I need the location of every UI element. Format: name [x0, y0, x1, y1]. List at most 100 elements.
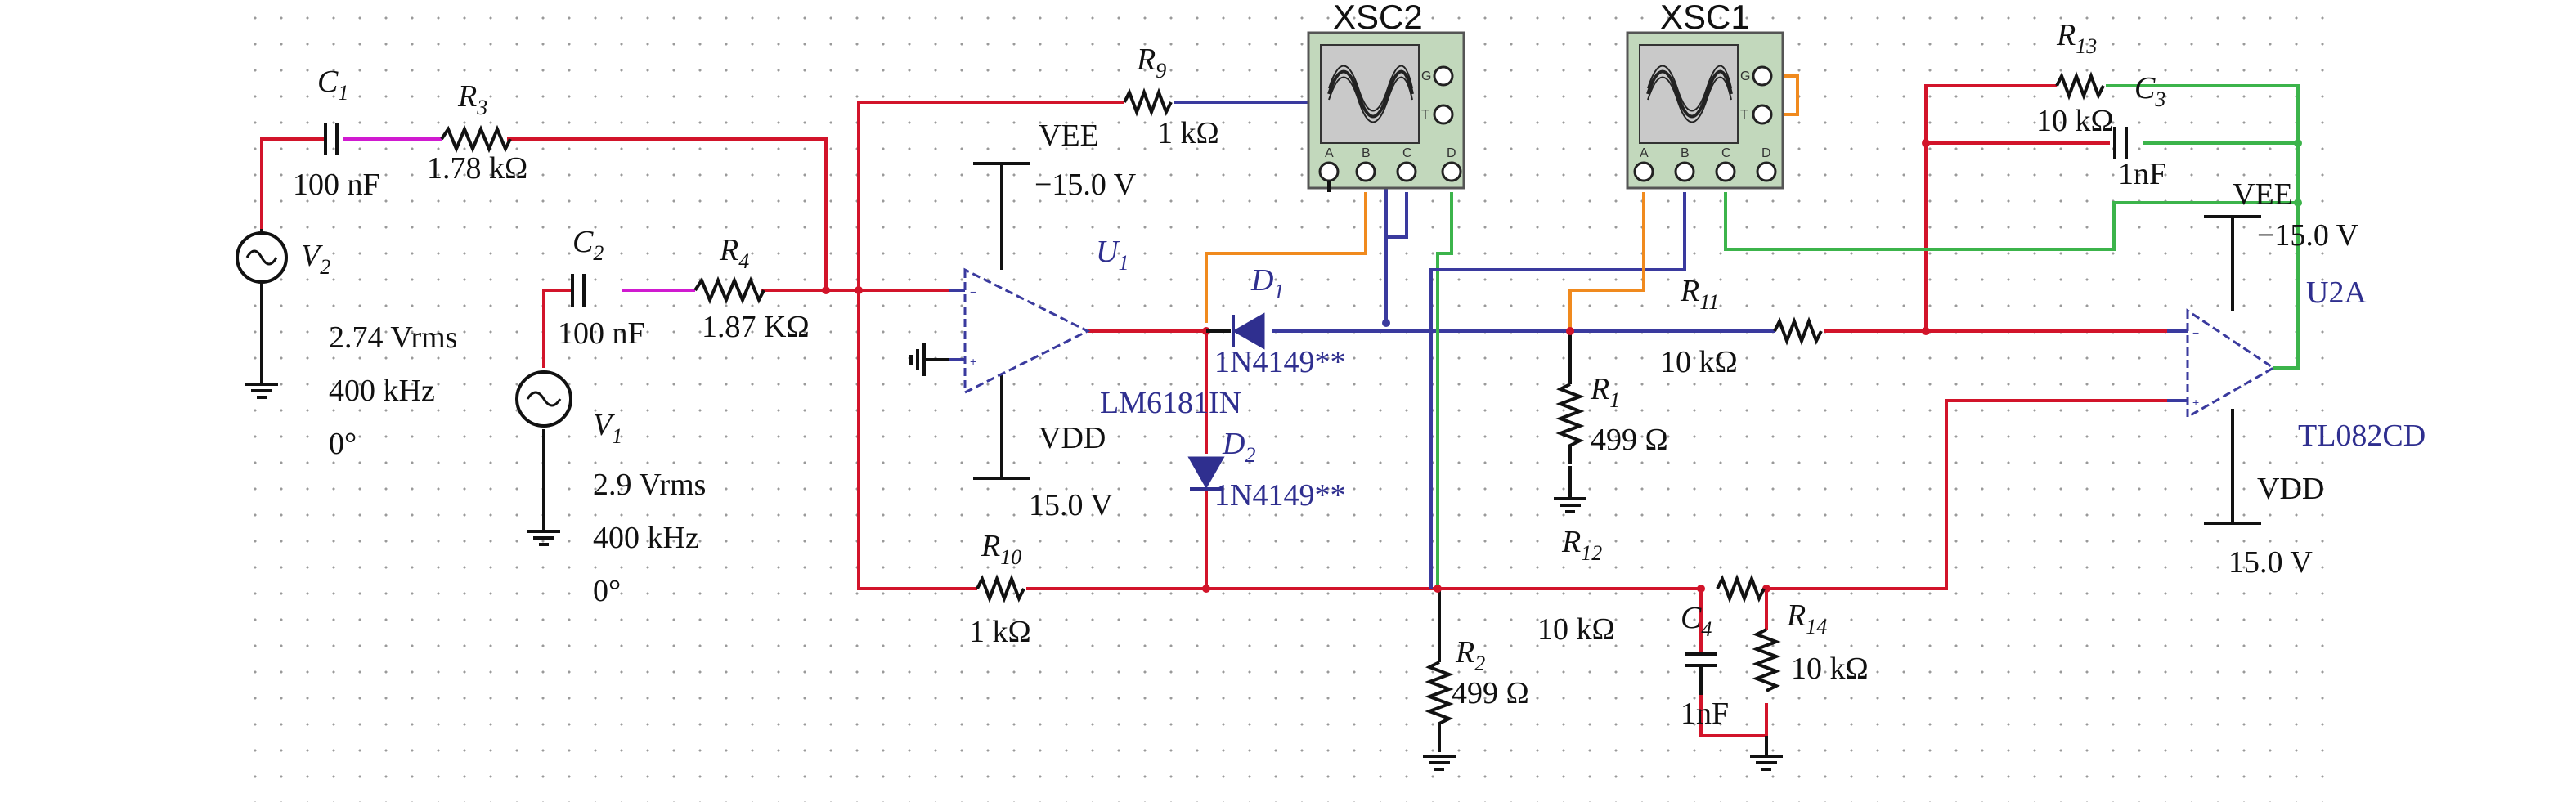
xsc2-pin-a: A: [1325, 146, 1334, 160]
r3-value: 1.78 kΩ: [427, 151, 527, 186]
c1-value: 100 nF: [293, 168, 380, 202]
u1-vee-value: −15.0 V: [1034, 168, 1137, 202]
resistor-r12: [1716, 574, 1766, 603]
wire-xsc1-gt: [1780, 74, 1799, 116]
u2a-part: TL082CD: [2298, 419, 2426, 453]
v2-phase: 0°: [329, 427, 357, 461]
r10-value: 1 kΩ: [969, 615, 1031, 649]
xsc1-pin-g: G: [1740, 69, 1750, 83]
xsc2-pin-b: B: [1362, 146, 1371, 160]
capacitor-c3: [2113, 127, 2128, 159]
d1-part: 1N4149**: [1214, 345, 1345, 379]
wire-r3-node: [507, 137, 949, 292]
ac-source-v2: [236, 229, 288, 284]
v1-label: V1: [593, 408, 622, 448]
d2-label: D2: [1222, 427, 1255, 467]
resistor-r14: [1752, 628, 1781, 692]
xsc2-pin-t: T: [1421, 108, 1429, 122]
r10-label: R10: [981, 529, 1021, 569]
ground-symbols: [245, 343, 1783, 771]
xsc2-pin-g: G: [1421, 69, 1431, 83]
r11-value: 10 kΩ: [1660, 345, 1738, 379]
u2a-minus-pin: −: [2192, 326, 2199, 339]
resistor-r10: [976, 574, 1025, 603]
u1-minus-pin: −: [970, 285, 976, 298]
resistor-r1: [1555, 383, 1585, 464]
r4-label: R4: [719, 233, 749, 273]
wire-xsc1-a: [1568, 192, 1645, 331]
r2-value: 499 Ω: [1452, 676, 1529, 710]
r12-label: R12: [1561, 525, 1602, 565]
r1-label: R1: [1590, 372, 1620, 412]
v1-vrms: 2.9 Vrms: [593, 468, 706, 502]
wires: [260, 74, 2302, 737]
v2-vrms: 2.74 Vrms: [329, 320, 457, 355]
xsc1-pin-d: D: [1761, 146, 1771, 160]
r11-label: R11: [1680, 274, 1719, 314]
u1-vdd-label: VDD: [1039, 421, 1106, 455]
c2-value: 100 nF: [558, 316, 645, 351]
resistor-r13: [2055, 71, 2105, 101]
u2a-vdd-label: VDD: [2257, 472, 2324, 506]
u2a-vdd-value: 15.0 V: [2228, 545, 2313, 580]
r13-value: 10 kΩ: [2036, 104, 2114, 138]
wire-c4-r14-bottom: [1699, 695, 1768, 737]
component-labels: C1 100 nF R3 1.78 kΩ V2 2.74 Vrms 400 kH…: [293, 0, 2426, 731]
resistor-r9: [1123, 87, 1173, 117]
wire-v2-c1: [260, 137, 327, 233]
wire-xsc2-b: [1386, 192, 1408, 239]
power-rails: [973, 162, 2261, 525]
r14-value: 10 kΩ: [1791, 652, 1869, 686]
wire-xsc2-a: [1205, 192, 1367, 323]
xsc2-pin-c: C: [1402, 146, 1412, 160]
xsc1-pin-a: A: [1640, 146, 1649, 160]
c1-label: C1: [317, 65, 348, 105]
r1-value: 499 Ω: [1591, 423, 1668, 457]
c4-value: 1nF: [1681, 697, 1729, 731]
r4-value: 1.87 KΩ: [702, 310, 810, 344]
c3-label: C3: [2134, 71, 2165, 111]
oscilloscope-xsc1: G T A B C D: [1626, 31, 1784, 190]
c3-value: 1nF: [2118, 157, 2166, 191]
c2-label: C2: [572, 225, 604, 265]
oscilloscope-xsc2: G T A B C D: [1307, 31, 1465, 192]
schematic-canvas: − + − + G T A B C D: [236, 0, 2426, 802]
r9-label: R9: [1136, 43, 1166, 83]
d1-label: D1: [1250, 263, 1284, 303]
opamp-u2a: − +: [2167, 308, 2276, 419]
u2a-vee-label: VEE: [2233, 177, 2293, 212]
resistor-r3: [440, 124, 512, 154]
capacitor-c1: [324, 123, 339, 155]
u1-label: U1: [1096, 235, 1129, 275]
wire-r12-u2: [1766, 399, 2188, 590]
r14-label: R14: [1786, 598, 1827, 638]
opamp-u1: − +: [949, 267, 1091, 395]
r12-value: 10 kΩ: [1537, 612, 1615, 647]
v2-label: V2: [301, 239, 330, 279]
r13-label: R13: [2056, 18, 2097, 58]
c4-label: C4: [1681, 601, 1712, 641]
wire-xsc1-b: [1429, 192, 1686, 589]
diode-d2: [1187, 456, 1225, 491]
u1-vee-label: VEE: [1039, 119, 1099, 153]
wire-r10-left: [857, 290, 977, 590]
xsc1-pin-b: B: [1681, 146, 1690, 160]
ac-source-v1: [515, 370, 572, 428]
wire-r13-right: [2106, 84, 2300, 370]
xsc2-pin-d: D: [1447, 146, 1456, 160]
circuit-schematic: − + − + G T A B C D: [236, 0, 2426, 771]
u2a-plus-pin: +: [2192, 396, 2199, 409]
xsc1-title: XSC1: [1660, 0, 1750, 36]
wire-r9-left: [857, 101, 1124, 290]
capacitor-c2: [571, 274, 586, 307]
u1-vdd-value: 15.0 V: [1029, 488, 1113, 522]
r2-label: R2: [1455, 635, 1485, 675]
resistor-r4: [693, 276, 765, 305]
xsc1-pin-t: T: [1740, 108, 1748, 122]
wire-v1-c2: [542, 289, 572, 368]
u1-part: LM6181IN: [1100, 386, 1241, 420]
xsc1-pin-c: C: [1721, 146, 1731, 160]
capacitor-c4: [1685, 652, 1717, 695]
u2a-label: U2A: [2306, 276, 2367, 310]
d2-part: 1N4149**: [1214, 478, 1345, 513]
